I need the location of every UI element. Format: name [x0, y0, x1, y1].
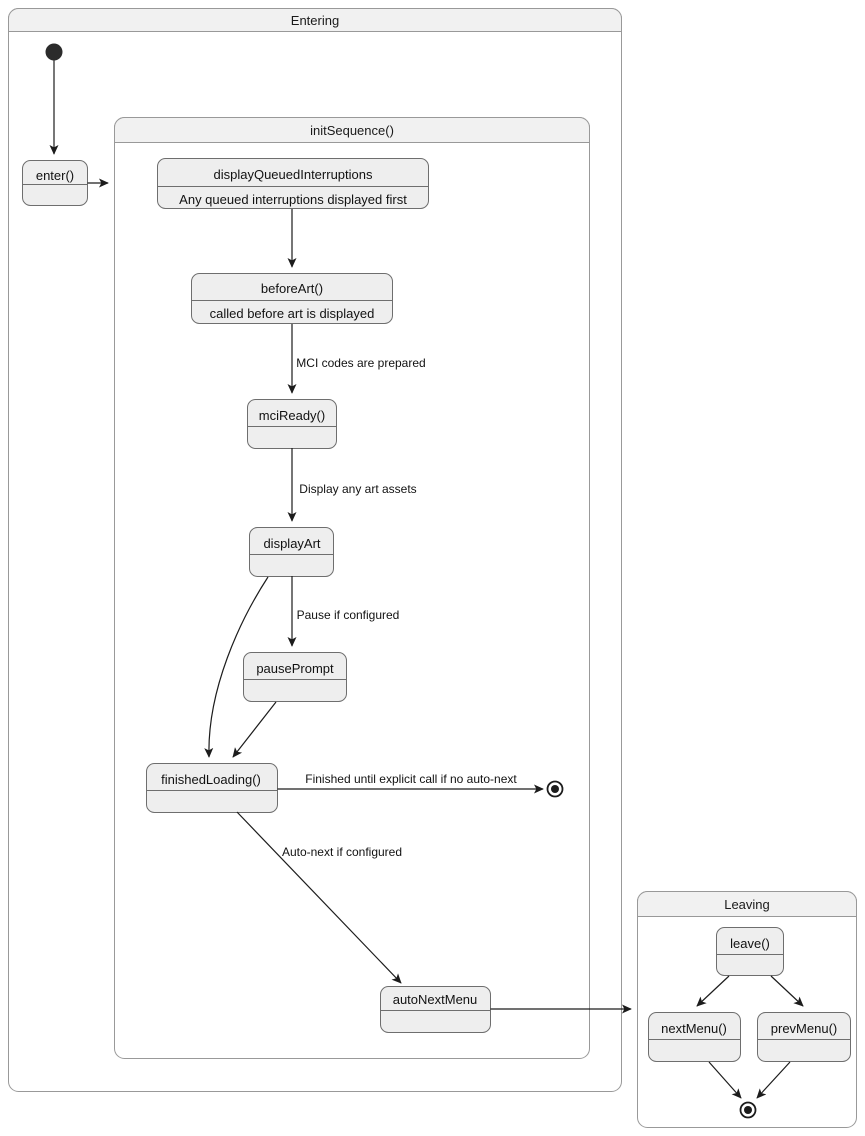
state-leave-box: [716, 927, 784, 976]
edge-line: [708, 1061, 742, 1099]
state-next-menu[interactable]: nextMenu(): [648, 1012, 741, 1062]
transition-finished-loading-to-final: Finished until explicit call if no auto-…: [277, 772, 544, 794]
state-dqi-desc: Any queued interruptions displayed first: [179, 192, 407, 207]
composite-entering-title: Entering: [291, 13, 339, 28]
state-leave[interactable]: leave(): [716, 927, 784, 976]
transition-finished-loading-to-auto-next-menu: Auto-next if configured: [236, 811, 402, 984]
state-mci-ready-box: [247, 399, 337, 449]
state-next-menu-label: nextMenu(): [661, 1021, 727, 1036]
state-mci-ready[interactable]: mciReady(): [247, 399, 337, 449]
state-display-queued-interruptions[interactable]: displayQueuedInterruptions Any queued in…: [157, 158, 429, 209]
state-display-art-label: displayArt: [263, 536, 320, 551]
state-pause-prompt-label: pausePrompt: [256, 661, 334, 676]
state-pause-prompt[interactable]: pausePrompt: [243, 652, 347, 702]
state-finished-loading-label: finishedLoading(): [161, 772, 261, 787]
state-before-art-label: beforeArt(): [261, 281, 323, 296]
transition-mci-ready-to-display-art: Display any art assets: [287, 448, 417, 522]
transition-before-art-to-mci-ready: MCI codes are prepared: [287, 324, 426, 394]
edge-line: [770, 975, 804, 1007]
edge-line: [204, 576, 269, 758]
transition-leave-to-prev-menu: [770, 975, 804, 1007]
edge-label-pause-if-configured: Pause if configured: [297, 608, 400, 622]
state-prev-menu-label: prevMenu(): [771, 1021, 837, 1036]
composite-leaving-body: [637, 891, 857, 1128]
final-state-node-leaving[interactable]: [739, 1101, 757, 1119]
state-enter-label: enter(): [36, 168, 74, 183]
initial-state-node[interactable]: [45, 43, 63, 61]
composite-init-sequence-body: [114, 117, 590, 1059]
final-state-node-entering[interactable]: [546, 780, 564, 798]
transition-display-art-to-finished-loading: [204, 576, 269, 758]
state-mci-ready-label: mciReady(): [259, 408, 325, 423]
edge-label-finished-until-explicit-call: Finished until explicit call if no auto-…: [305, 772, 517, 786]
transition-pause-prompt-to-finished-loading: [232, 701, 277, 758]
transition-prev-menu-to-final: [756, 1061, 791, 1099]
composite-state-init-sequence[interactable]: initSequence(): [114, 117, 590, 1059]
composite-init-sequence-header: [114, 117, 590, 143]
composite-leaving-header: [637, 891, 857, 917]
composite-leaving-title: Leaving: [724, 897, 770, 912]
edge-line: [696, 975, 730, 1007]
composite-entering-header: [8, 8, 622, 32]
transition-next-menu-to-final: [708, 1061, 742, 1099]
state-before-art-desc: called before art is displayed: [210, 306, 375, 321]
final-state-inner-dot: [551, 785, 559, 793]
state-prev-menu[interactable]: prevMenu(): [757, 1012, 851, 1062]
state-leave-label: leave(): [730, 936, 770, 951]
final-state-inner-dot: [744, 1106, 752, 1114]
edge-line: [236, 811, 402, 984]
composite-state-leaving[interactable]: Leaving: [637, 891, 857, 1128]
state-before-art[interactable]: beforeArt() called before art is display…: [191, 273, 393, 324]
state-pause-prompt-box: [243, 652, 347, 702]
state-prev-menu-box: [757, 1012, 851, 1062]
state-dqi-box: [157, 158, 429, 209]
transition-display-art-to-pause-prompt: Pause if configured: [287, 576, 400, 647]
state-auto-next-menu[interactable]: autoNextMenu: [380, 986, 491, 1033]
state-finished-loading-box: [146, 763, 278, 813]
edge-line: [756, 1061, 791, 1099]
edge-label-mci-codes: MCI codes are prepared: [296, 356, 425, 370]
edge-label-auto-next-if-configured: Auto-next if configured: [282, 845, 402, 859]
state-display-art-box: [249, 527, 334, 577]
state-next-menu-box: [648, 1012, 741, 1062]
edge-line: [232, 701, 277, 758]
edge-label-display-art-assets: Display any art assets: [299, 482, 416, 496]
state-enter[interactable]: enter(): [22, 160, 88, 206]
transition-leave-to-next-menu: [696, 975, 730, 1007]
state-dqi-label: displayQueuedInterruptions: [214, 167, 373, 182]
state-finished-loading[interactable]: finishedLoading(): [146, 763, 278, 813]
state-display-art[interactable]: displayArt: [249, 527, 334, 577]
state-before-art-box: [191, 273, 393, 324]
state-auto-next-menu-label: autoNextMenu: [393, 992, 478, 1007]
composite-init-sequence-title: initSequence(): [310, 123, 394, 138]
